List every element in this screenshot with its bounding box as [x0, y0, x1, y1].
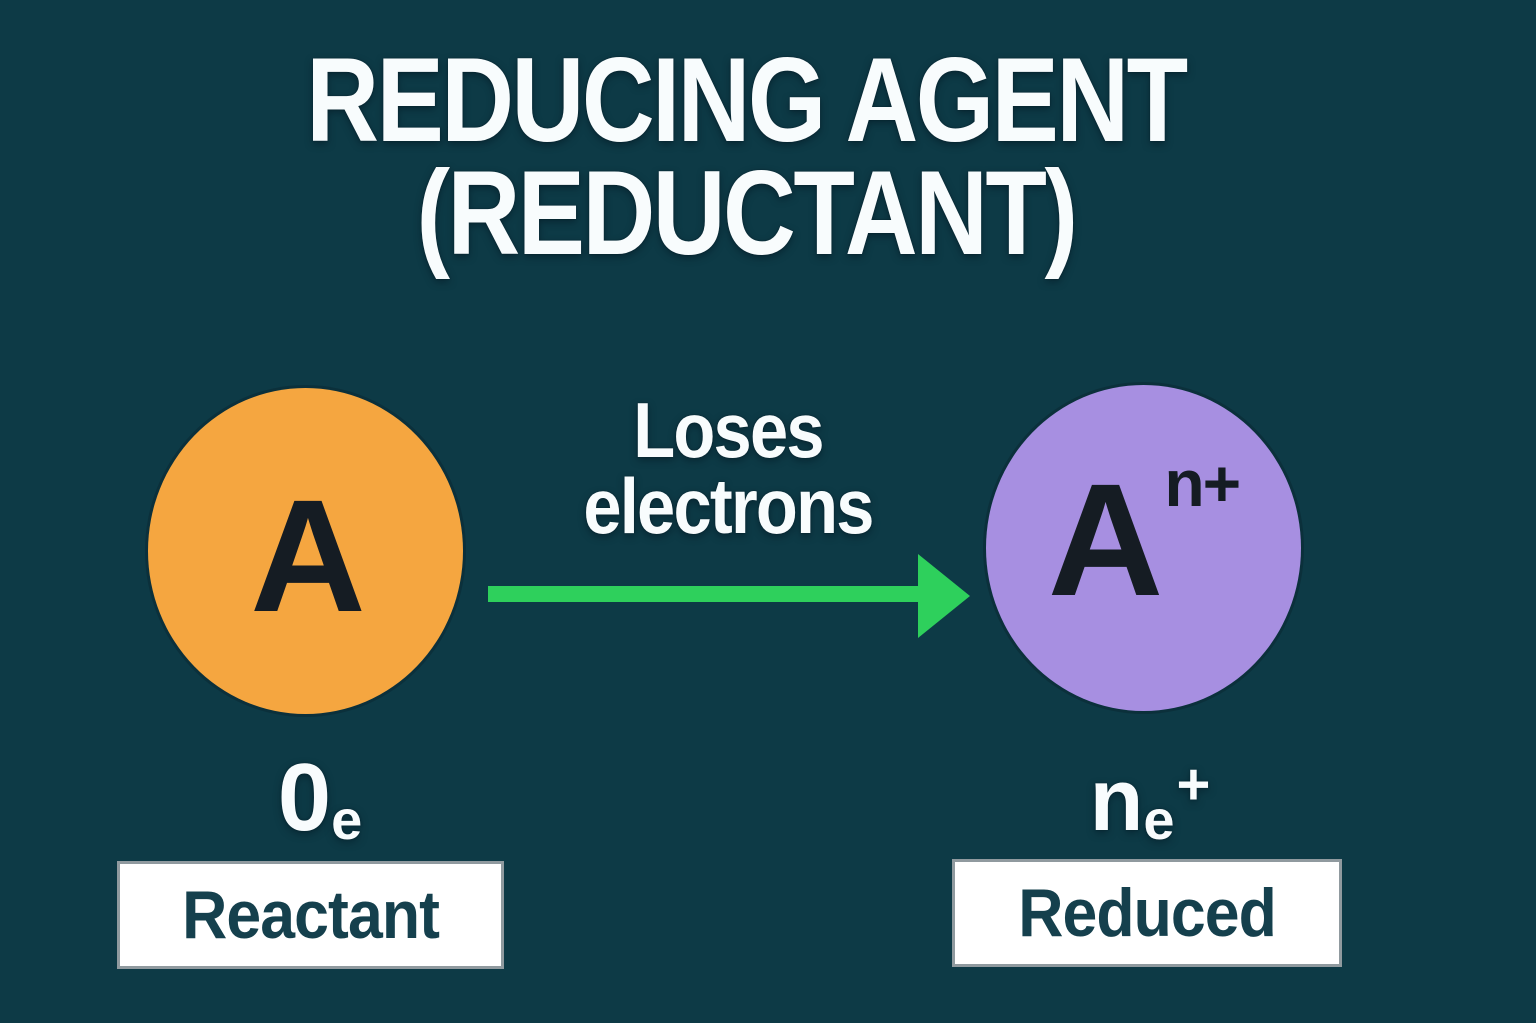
reactant-electron-subscript: e: [331, 788, 363, 851]
reactant-atom-circle: A: [148, 388, 463, 714]
reactant-caption-text: Reactant: [182, 877, 440, 953]
reactant-caption-box: Reactant: [117, 861, 504, 969]
reactant-electron-label: 0e: [162, 750, 478, 848]
title-line-1: REDUCING AGENT: [306, 33, 1188, 167]
product-symbol-letter: A: [1047, 450, 1164, 629]
flow-arrow-head: [918, 554, 970, 638]
reduced-caption-text: Reduced: [1018, 875, 1277, 951]
title-line-2: (REDUCTANT): [416, 146, 1078, 280]
product-electron-subscript: e: [1143, 788, 1175, 851]
product-electron-superscript: +: [1176, 752, 1211, 817]
product-charge-superscript: n+: [1164, 446, 1241, 520]
loses-electrons-line-2: electrons: [583, 462, 874, 550]
flow-arrow-icon: [488, 554, 970, 638]
reactant-electron-count: 0: [277, 744, 332, 851]
product-ion-symbol: A n+: [1047, 450, 1241, 629]
reduced-caption-box: Reduced: [952, 859, 1342, 967]
product-ion-circle: A n+: [986, 385, 1301, 711]
loses-electrons-label: Loses electrons: [508, 386, 948, 550]
reactant-atom-symbol: A: [250, 466, 366, 645]
flow-arrow-shaft: [488, 586, 922, 602]
product-electron-label: ne+: [992, 756, 1308, 848]
reactant-symbol-letter: A: [250, 466, 366, 645]
loses-electrons-line-1: Loses: [633, 386, 824, 474]
page-title: REDUCING AGENT (REDUCTANT): [119, 33, 1372, 280]
product-electron-count: n: [1089, 750, 1144, 849]
